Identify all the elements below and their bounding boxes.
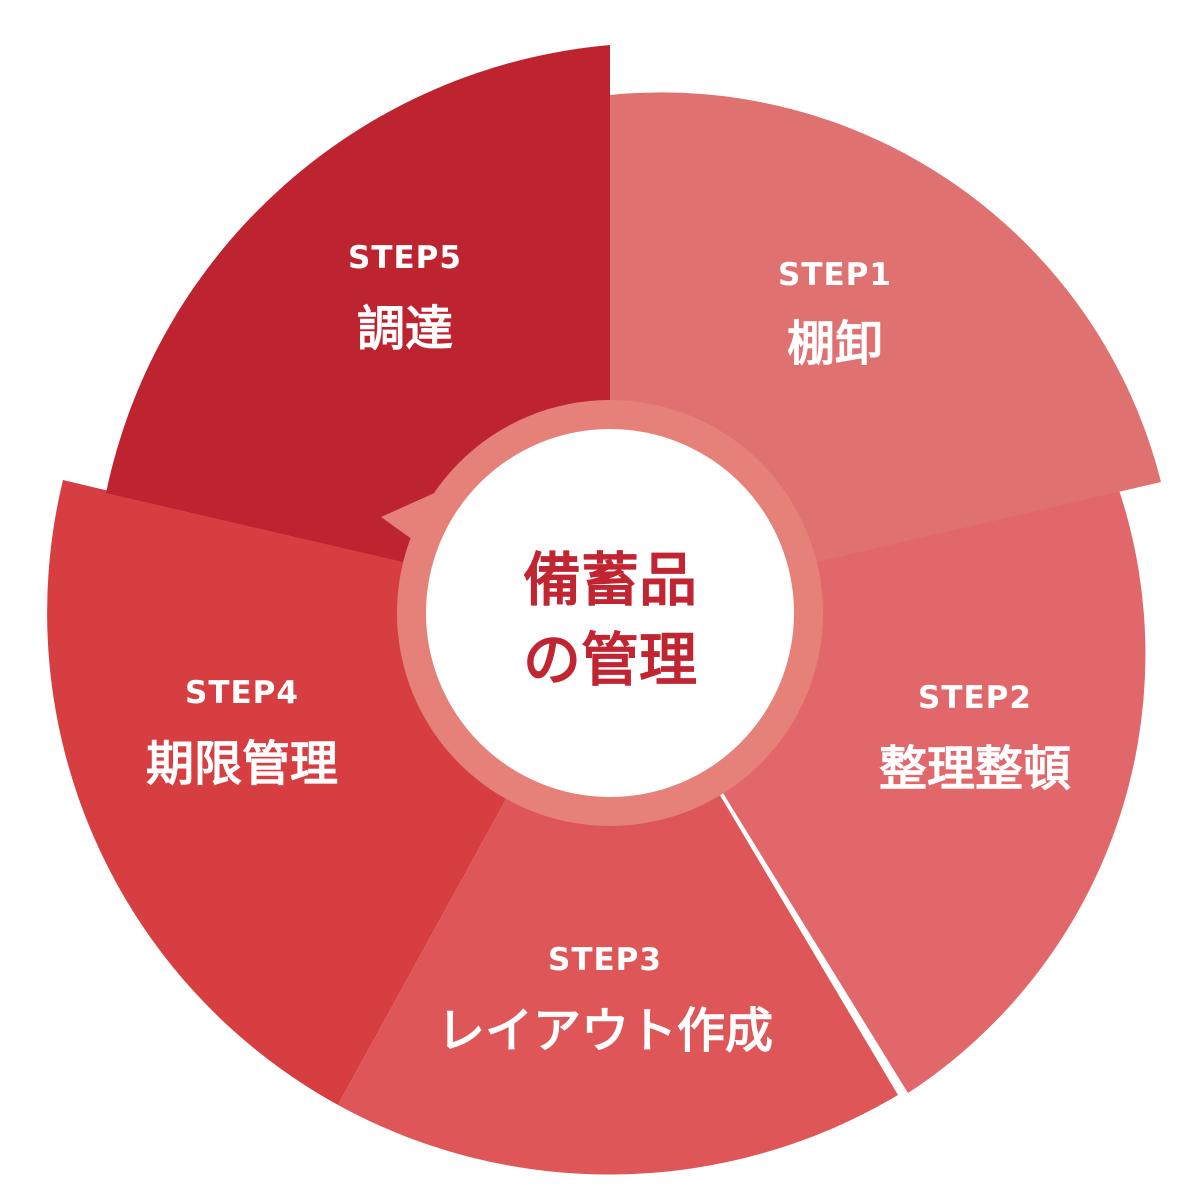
step1-label: 棚卸 xyxy=(787,316,883,372)
center-title-line2: の管理 xyxy=(523,626,697,694)
step3-number: STEP3 xyxy=(548,942,662,978)
center-title-line1: 備蓄品 xyxy=(523,546,697,614)
center-disc xyxy=(426,429,794,797)
step3-label: レイアウト作成 xyxy=(437,1003,773,1059)
step4-label: 期限管理 xyxy=(146,736,338,792)
step2-number: STEP2 xyxy=(918,680,1032,716)
step1-number: STEP1 xyxy=(778,257,892,293)
segment-step3 xyxy=(338,610,898,1175)
step2-label: 整理整頓 xyxy=(879,741,1071,797)
step4-number: STEP4 xyxy=(185,675,299,711)
step5-number: STEP5 xyxy=(348,240,462,276)
step5-label: 調達 xyxy=(357,301,453,357)
